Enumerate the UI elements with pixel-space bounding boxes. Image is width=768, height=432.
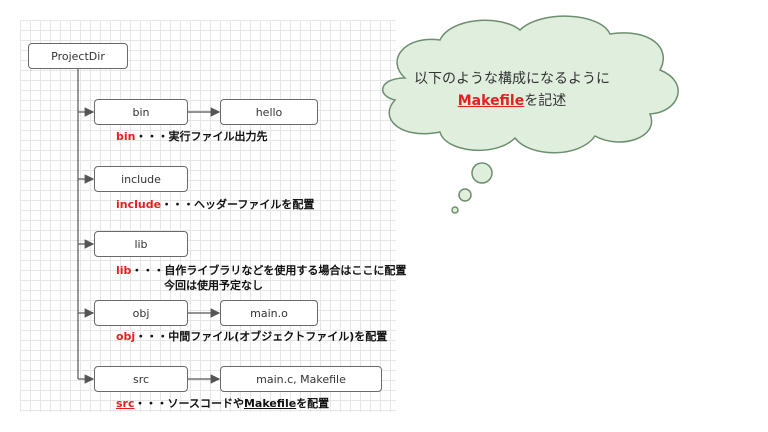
note-key-src: src [116,397,135,410]
cloud-callout [382,15,679,214]
thought-bubble-small [451,206,459,214]
note-text-lib: ・・・自作ライブラリなどを使用する場合はここに配置 [131,264,407,277]
note-text-obj: ・・・中間ファイル(オブジェクトファイル)を配置 [135,330,388,343]
note-text-src-a: ・・・ソースコードや [134,397,244,410]
note-text-bin: ・・・実行ファイル出力先 [135,130,268,143]
file-label-src-files: main.c, Makefile [256,372,346,386]
file-box-src-files: main.c, Makefile [220,366,382,392]
note-bin: bin・・・実行ファイル出力先 [116,128,267,144]
note-text-src-b: を配置 [296,397,330,410]
note-text-lib-line2: 今回は使用予定なし [164,279,263,292]
root-folder-box: ProjectDir [28,43,128,69]
folder-label-bin: bin [132,105,150,119]
file-box-main-o: main.o [220,300,318,326]
note-obj: obj・・・中間ファイル(オブジェクトファイル)を配置 [116,328,387,344]
note-src: src・・・ソースコードやMakefileを配置 [116,395,329,411]
file-label-main-o: main.o [250,306,288,320]
note-key-include: include [116,198,162,211]
callout-line2: Makefileを記述 [392,90,632,112]
folder-label-lib: lib [134,237,148,251]
note-include: include・・・ヘッダーファイルを配置 [116,196,314,212]
thought-bubble-large [471,162,493,184]
thought-bubble-medium [458,188,472,202]
folder-label-obj: obj [132,306,150,320]
callout-makefile: Makefile [457,93,525,109]
note-key-obj: obj [116,330,136,343]
note-lib-line2: 今回は使用予定なし [164,277,263,293]
file-box-hello: hello [220,99,318,125]
grid-background [20,20,396,412]
folder-box-include: include [94,166,188,192]
folder-box-obj: obj [94,300,188,326]
callout-line1: 以下のような構成になるように [414,71,610,87]
note-lib: lib・・・自作ライブラリなどを使用する場合はここに配置 [116,262,406,278]
root-folder-label: ProjectDir [51,49,105,63]
folder-label-include: include [121,172,161,186]
note-makefile-src: Makefile [243,397,297,410]
folder-box-bin: bin [94,99,188,125]
note-text-include: ・・・ヘッダーファイルを配置 [161,198,315,211]
file-label-hello: hello [255,105,283,119]
callout-line2-rest: を記述 [524,93,567,109]
note-key-bin: bin [116,130,136,143]
folder-box-lib: lib [94,231,188,257]
folder-label-src: src [132,372,150,386]
callout-text: 以下のような構成になるように Makefileを記述 [392,68,632,112]
note-key-lib: lib [116,264,132,277]
folder-box-src: src [94,366,188,392]
